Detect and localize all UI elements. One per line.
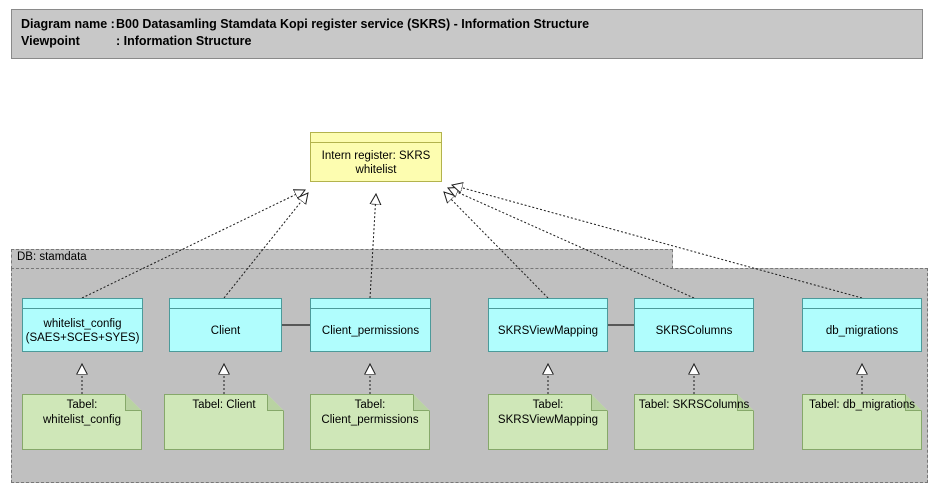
artifact-label: Tabel: SKRSColumns (638, 399, 750, 411)
artifact-tabel-whitelist-config[interactable]: Tabel: whitelist_config (22, 394, 142, 450)
node-header-bar (635, 299, 753, 309)
node-header-bar (311, 133, 441, 143)
node-skrscolumns[interactable]: SKRSColumns (634, 298, 754, 352)
node-header-bar (803, 299, 921, 309)
artifact-body (164, 394, 284, 450)
node-skrsviewmapping[interactable]: SKRSViewMapping (488, 298, 608, 352)
group-container-fill (11, 268, 928, 483)
node-db-migrations[interactable]: db_migrations (802, 298, 922, 352)
node-label: Intern register: SKRS whitelist (321, 149, 431, 176)
node-header-bar (311, 299, 430, 309)
group-container-upper-border (11, 249, 673, 269)
diagram-name-line: Diagram name :B00 Datasamling Stamdata K… (21, 16, 922, 33)
group-label: DB: stamdata (17, 251, 87, 263)
node-label: whitelist_config (SAES+SCES+SYES) (25, 317, 140, 344)
group-container-border (11, 268, 928, 483)
node-label: Client_permissions (321, 324, 420, 337)
viewpoint-line: Viewpoint : Information Structure (21, 33, 922, 50)
artifact-tabel-skrsviewmapping[interactable]: Tabel: SKRSViewMapping (488, 394, 608, 450)
artifact-label: Tabel: Client (192, 399, 256, 411)
node-intern-register-skrs-whitelist[interactable]: Intern register: SKRS whitelist (310, 132, 442, 182)
node-header-bar (23, 299, 142, 309)
node-header-bar (489, 299, 607, 309)
node-label: SKRSViewMapping (497, 324, 599, 337)
diagram-name-value: B00 Datasamling Stamdata Kopi register s… (116, 17, 590, 31)
artifact-label: Tabel: whitelist_config (43, 399, 121, 426)
artifact-label: Tabel: Client_permissions (321, 399, 419, 426)
artifact-label: Tabel: db_migrations (808, 399, 916, 411)
diagram-title-block: Diagram name :B00 Datasamling Stamdata K… (11, 9, 923, 59)
node-client-permissions[interactable]: Client_permissions (310, 298, 431, 352)
artifact-tabel-client[interactable]: Tabel: Client (164, 394, 284, 450)
artifact-tabel-client-permissions[interactable]: Tabel: Client_permissions (310, 394, 430, 450)
artifact-body (310, 394, 430, 450)
node-label: SKRSColumns (655, 324, 733, 337)
artifact-label: Tabel: SKRSViewMapping (497, 399, 599, 426)
artifact-body (22, 394, 142, 450)
artifact-body (802, 394, 922, 450)
diagram-name-label: Diagram name : (21, 17, 115, 31)
node-label: Client (210, 324, 241, 337)
viewpoint-label: Viewpoint (21, 34, 80, 48)
artifact-tabel-skrscolumns[interactable]: Tabel: SKRSColumns (634, 394, 754, 450)
artifact-tabel-db-migrations[interactable]: Tabel: db_migrations (802, 394, 922, 450)
artifact-body (488, 394, 608, 450)
node-label: db_migrations (825, 324, 899, 337)
artifact-body (634, 394, 754, 450)
node-header-bar (170, 299, 281, 309)
viewpoint-value: : Information Structure (116, 34, 252, 48)
node-client[interactable]: Client (169, 298, 282, 352)
node-whitelist-config[interactable]: whitelist_config (SAES+SCES+SYES) (22, 298, 143, 352)
